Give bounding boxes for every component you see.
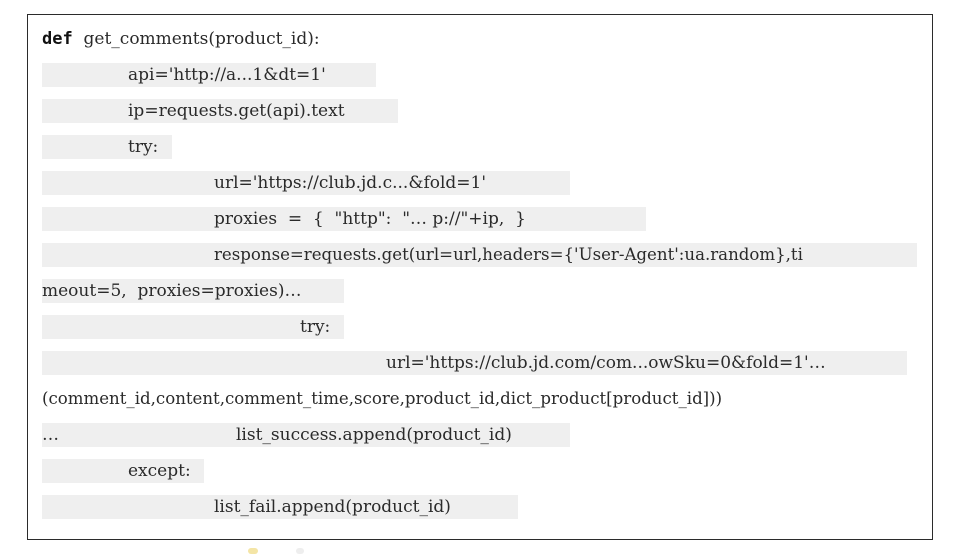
code-line: ip=requests.get(api).text bbox=[128, 101, 345, 121]
line-highlight bbox=[42, 171, 570, 195]
code-line: url='https://club.jd.c...&fold=1' bbox=[214, 173, 487, 193]
code-line: response=requests.get(url=url,headers={'… bbox=[214, 245, 803, 264]
line-highlight bbox=[42, 135, 172, 159]
code-line: except: bbox=[128, 461, 191, 481]
code-line: try: bbox=[300, 317, 331, 337]
line-highlight bbox=[42, 495, 518, 519]
code-text: get_comments(product_id): bbox=[72, 29, 320, 49]
line-highlight bbox=[42, 279, 344, 303]
decorative-mark bbox=[248, 548, 258, 554]
line-highlight bbox=[42, 207, 646, 231]
code-line: list_fail.append(product_id) bbox=[214, 497, 451, 517]
code-line: url='https://club.jd.com/com...owSku=0&f… bbox=[386, 353, 826, 373]
decorative-mark bbox=[296, 548, 304, 554]
line-highlight bbox=[42, 351, 907, 375]
code-line: try: bbox=[128, 137, 159, 157]
line-highlight bbox=[42, 99, 398, 123]
line-highlight bbox=[42, 243, 917, 267]
code-line: (comment_id,content,comment_time,score,p… bbox=[42, 389, 723, 408]
line-highlight bbox=[42, 423, 570, 447]
code-line: def get_comments(product_id): bbox=[42, 27, 320, 51]
line-highlight bbox=[42, 459, 204, 483]
code-line: list_success.append(product_id) bbox=[236, 425, 512, 445]
code-line: proxies = { "http": "… p://"+ip, } bbox=[214, 209, 526, 229]
line-highlight bbox=[42, 63, 376, 87]
code-line: meout=5, proxies=proxies)… bbox=[42, 281, 302, 301]
code-line: … bbox=[42, 425, 59, 445]
def-keyword: def bbox=[42, 29, 73, 49]
code-line: api='http://a...1&dt=1' bbox=[128, 65, 326, 85]
line-highlight bbox=[42, 315, 344, 339]
